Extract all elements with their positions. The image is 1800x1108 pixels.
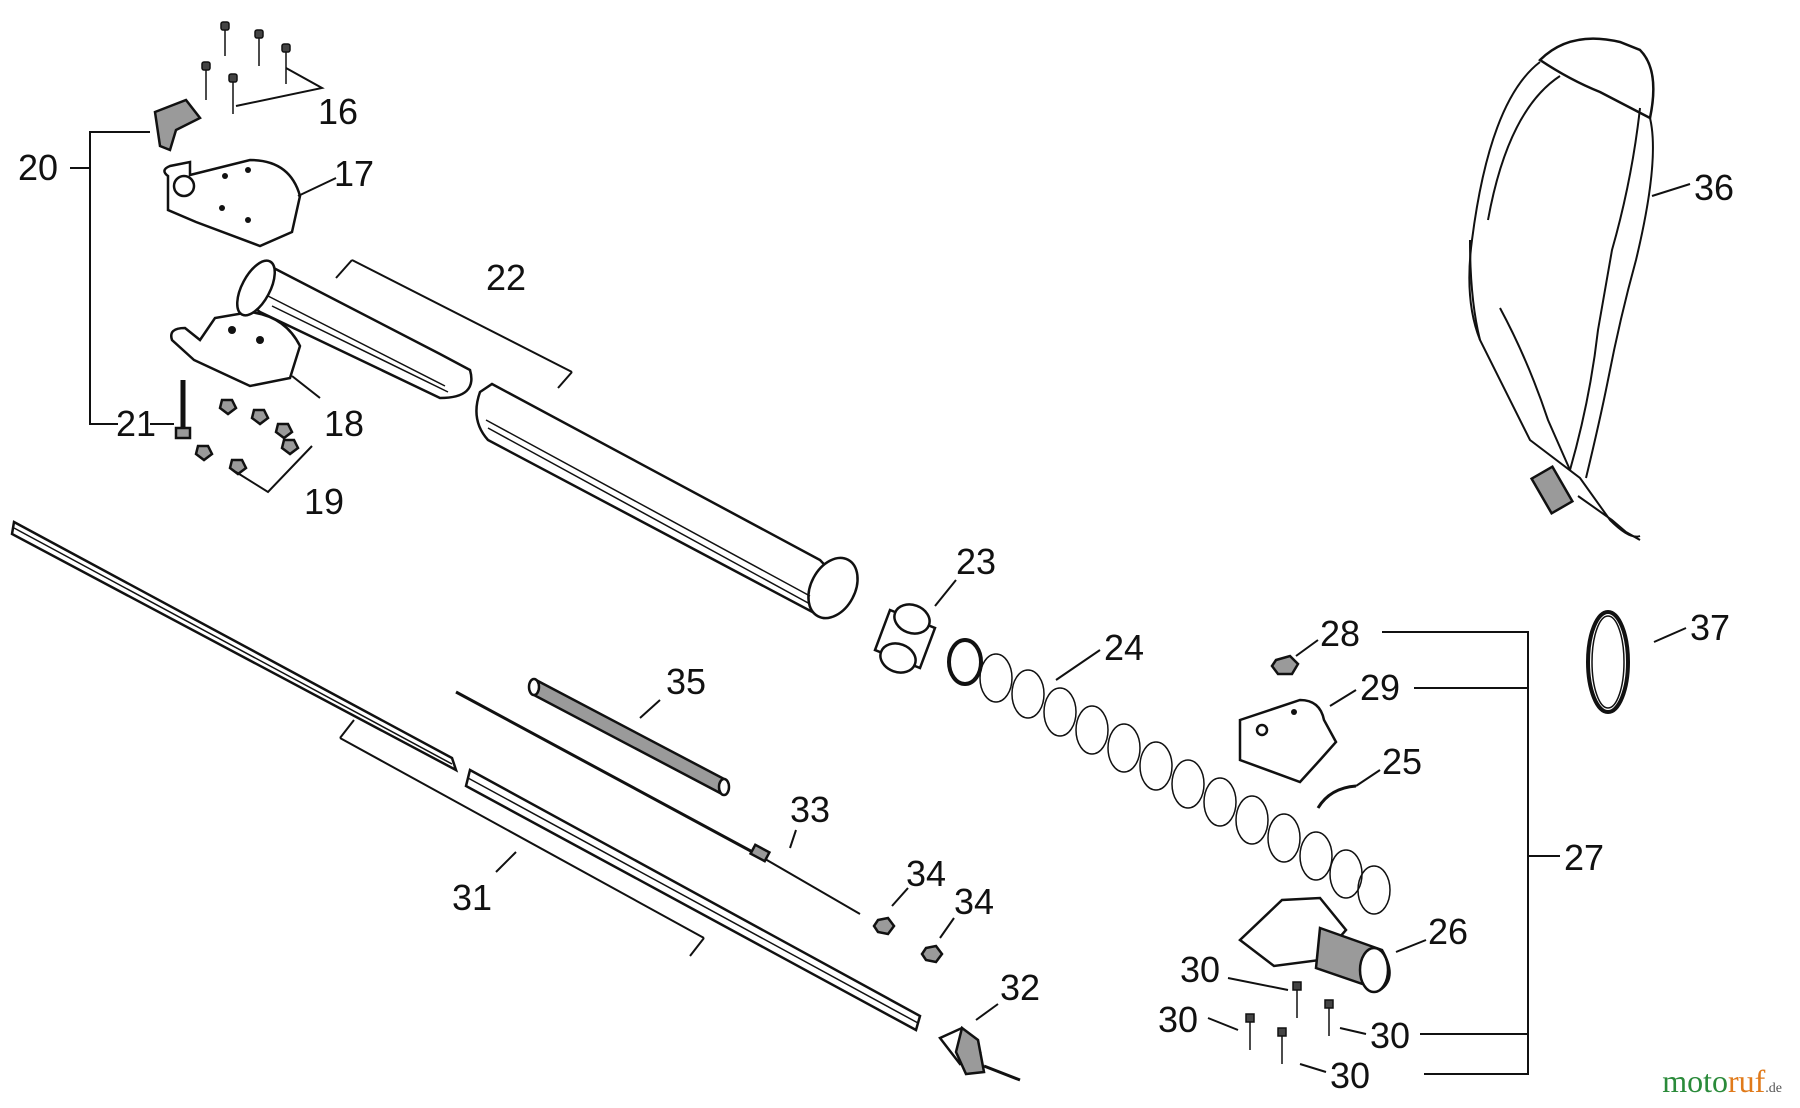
harness-strap-36 [1468,37,1691,541]
callout-23: 23 [956,541,996,582]
nuts-19 [194,398,313,494]
callout-25: 25 [1382,741,1422,782]
watermark-logo: motoruf.de [1662,1063,1782,1100]
callout-31: 31 [452,877,492,918]
group-bracket-27 [1382,631,1560,1075]
callout-34b: 34 [954,881,994,922]
connector-32 [938,1003,1021,1082]
ring-37 [1586,610,1687,714]
screw-set-16 [201,21,325,114]
callout-33: 33 [790,789,830,830]
callout-28: 28 [1320,613,1360,654]
cable-33 [455,690,861,915]
group-bracket-20 [89,131,150,425]
watermark-suffix: .de [1765,1081,1782,1096]
callout-17: 17 [334,153,374,194]
callout-21: 21 [116,403,156,444]
callout-30c: 30 [1370,1015,1410,1056]
callout-37: 37 [1690,607,1730,648]
nuts-34 [872,887,955,964]
callout-36: 36 [1694,167,1734,208]
callout-18: 18 [324,403,364,444]
callout-22: 22 [486,257,526,298]
callout-34a: 34 [906,853,946,894]
coupling-26 [1238,896,1427,994]
callout-20: 20 [18,147,58,188]
spring-24 [947,638,1391,915]
cover-29 [1238,689,1357,784]
callout-30a: 30 [1180,949,1220,990]
drive-shaft-31 [10,520,922,1032]
callout-30b: 30 [1158,999,1198,1040]
callout-35: 35 [666,661,706,702]
spring-35 [527,677,731,797]
callout-16: 16 [318,91,358,132]
screws-30 [1207,977,1367,1073]
callout-26: 26 [1428,911,1468,952]
bolt-21 [150,380,192,440]
watermark-brand-a: moto [1662,1063,1728,1099]
shaft-tube-22 [236,259,859,620]
callout-30d: 30 [1330,1055,1370,1096]
callout-24: 24 [1104,627,1144,668]
clip-25 [1316,769,1381,809]
callout-32: 32 [1000,967,1040,1008]
nut-28 [1270,639,1319,676]
watermark-brand-b: ruf [1727,1063,1766,1099]
bushing-23 [873,579,957,674]
callout-19: 19 [304,481,344,522]
clamp-upper-17 [153,98,337,248]
callout-27: 27 [1564,837,1604,878]
callout-29: 29 [1360,667,1400,708]
